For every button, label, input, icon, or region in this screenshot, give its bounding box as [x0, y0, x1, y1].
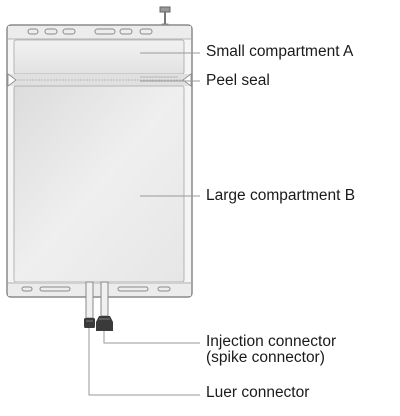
label-injection-connector-line1: Injection connector	[206, 333, 337, 350]
label-injection-connector: Injection connector (spike connector)	[206, 334, 336, 366]
bottom-seal	[8, 282, 191, 296]
peel-seal-band	[7, 73, 192, 87]
injection-connector	[96, 316, 113, 331]
top-seal	[8, 26, 191, 40]
label-large-compartment-b: Large compartment B	[206, 187, 356, 204]
label-luer-connector: Luer connector	[206, 384, 310, 401]
label-peel-seal: Peel seal	[206, 72, 270, 89]
leader-lines	[88, 52, 200, 396]
label-injection-connector-line2: (spike connector)	[206, 349, 325, 366]
luer-connector	[84, 318, 95, 328]
leader-luer-connector	[88, 328, 200, 396]
small-compartment-a	[13, 39, 185, 75]
label-small-compartment-a: Small compartment A	[206, 43, 354, 60]
leader-injection-connector	[103, 331, 200, 344]
large-compartment-b	[13, 85, 185, 283]
